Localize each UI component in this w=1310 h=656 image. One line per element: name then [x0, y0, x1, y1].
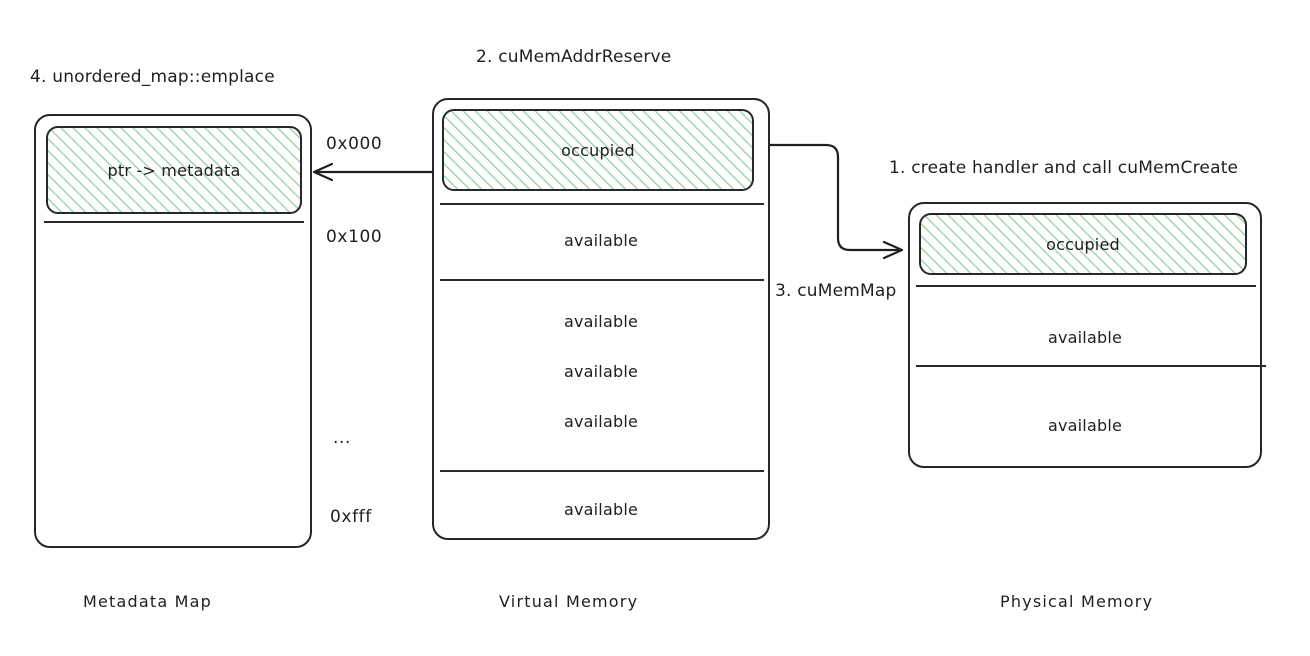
metadata-map-caption: Metadata Map — [83, 592, 213, 611]
address-label-0xfff: 0xfff — [330, 507, 372, 527]
physical-memory-occupied-label: occupied — [1046, 234, 1120, 254]
metadata-map-occupied-cell: ptr -> metadata — [46, 126, 302, 214]
step-3-edge-label: 3. cuMemMap — [775, 281, 897, 301]
physical-memory-divider-1 — [916, 285, 1256, 287]
metadata-map-occupied-label: ptr -> metadata — [107, 160, 241, 180]
address-label-ellipsis: ... — [333, 428, 352, 448]
physical-memory-divider-2 — [916, 365, 1266, 367]
virtual-memory-occupied-label: occupied — [561, 140, 635, 160]
metadata-map-divider — [44, 221, 304, 223]
virtual-memory-divider-3 — [440, 470, 764, 472]
arrow-virtual-to-metadata — [312, 162, 434, 182]
virtual-memory-row-4: available — [563, 412, 639, 431]
address-label-0x100: 0x100 — [326, 227, 383, 247]
physical-memory-occupied-cell: occupied — [919, 213, 1247, 275]
arrow-virtual-to-physical — [768, 143, 904, 260]
address-label-0x000: 0x000 — [326, 134, 383, 154]
virtual-memory-row-1: available — [563, 231, 639, 250]
virtual-memory-row-3: available — [563, 362, 639, 381]
virtual-memory-divider-1 — [440, 203, 764, 205]
step-4-title: 4. unordered_map::emplace — [30, 67, 275, 87]
physical-memory-row-1: available — [1047, 328, 1123, 347]
virtual-memory-occupied-cell: occupied — [442, 109, 754, 191]
physical-memory-block: occupied available available — [908, 202, 1266, 468]
virtual-memory-row-5: available — [563, 500, 639, 519]
virtual-memory-row-2: available — [563, 312, 639, 331]
virtual-memory-divider-2 — [440, 279, 764, 281]
step-1-title: 1. create handler and call cuMemCreate — [889, 158, 1239, 178]
step-2-title: 2. cuMemAddrReserve — [476, 47, 672, 67]
virtual-memory-caption: Virtual Memory — [499, 592, 639, 611]
physical-memory-caption: Physical Memory — [1000, 592, 1154, 611]
metadata-map-block: ptr -> metadata — [34, 114, 312, 548]
virtual-memory-block: occupied available available available a… — [432, 98, 770, 540]
physical-memory-row-2: available — [1047, 416, 1123, 435]
